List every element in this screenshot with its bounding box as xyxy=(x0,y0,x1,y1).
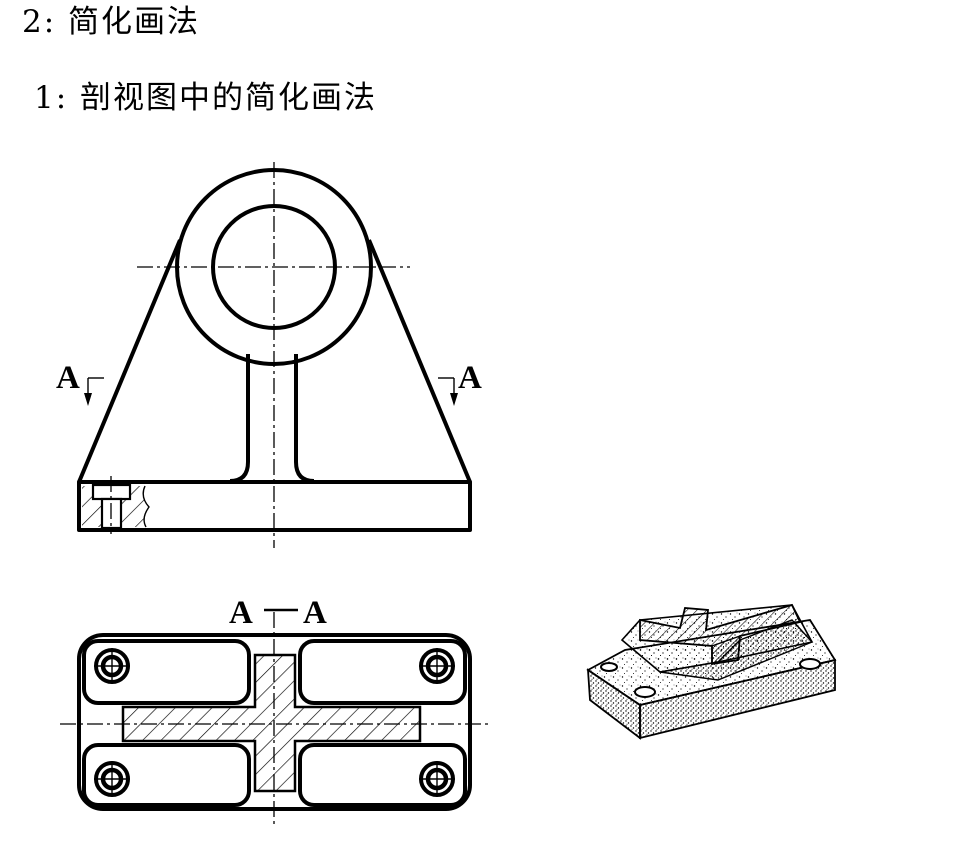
section-title-left: A xyxy=(229,595,253,631)
left-slope xyxy=(77,239,182,483)
bolt-hole-top-left xyxy=(94,648,130,684)
section-marker-right: A xyxy=(438,360,482,406)
front-view xyxy=(77,162,472,548)
section-view-title: A A xyxy=(229,595,327,631)
cross-section-hatch xyxy=(121,653,422,793)
section-letter-right: A xyxy=(458,360,482,396)
section-view xyxy=(60,612,490,828)
right-slope xyxy=(367,239,472,483)
section-marker-left: A xyxy=(56,360,104,406)
pad-top-right xyxy=(298,639,467,705)
section-letter-left: A xyxy=(56,360,80,396)
break-line xyxy=(142,485,150,528)
pad-bottom-left xyxy=(82,743,251,807)
rib-right-edge xyxy=(294,354,315,483)
heading-simplified-drawing: 2: 简化画法 xyxy=(22,4,201,40)
pad-bottom-right xyxy=(298,743,467,807)
section-title-right: A xyxy=(303,595,327,631)
isometric-sketch xyxy=(586,603,837,740)
bolt-hole-bottom-right xyxy=(419,761,455,797)
bolt-hole-top-right xyxy=(419,648,455,684)
heading-section-view-simplification: 1: 剖视图中的简化画法 xyxy=(34,80,378,116)
bolt-hole-bottom-left xyxy=(94,761,130,797)
pad-top-left xyxy=(82,639,251,705)
rib-left-edge xyxy=(229,354,250,483)
